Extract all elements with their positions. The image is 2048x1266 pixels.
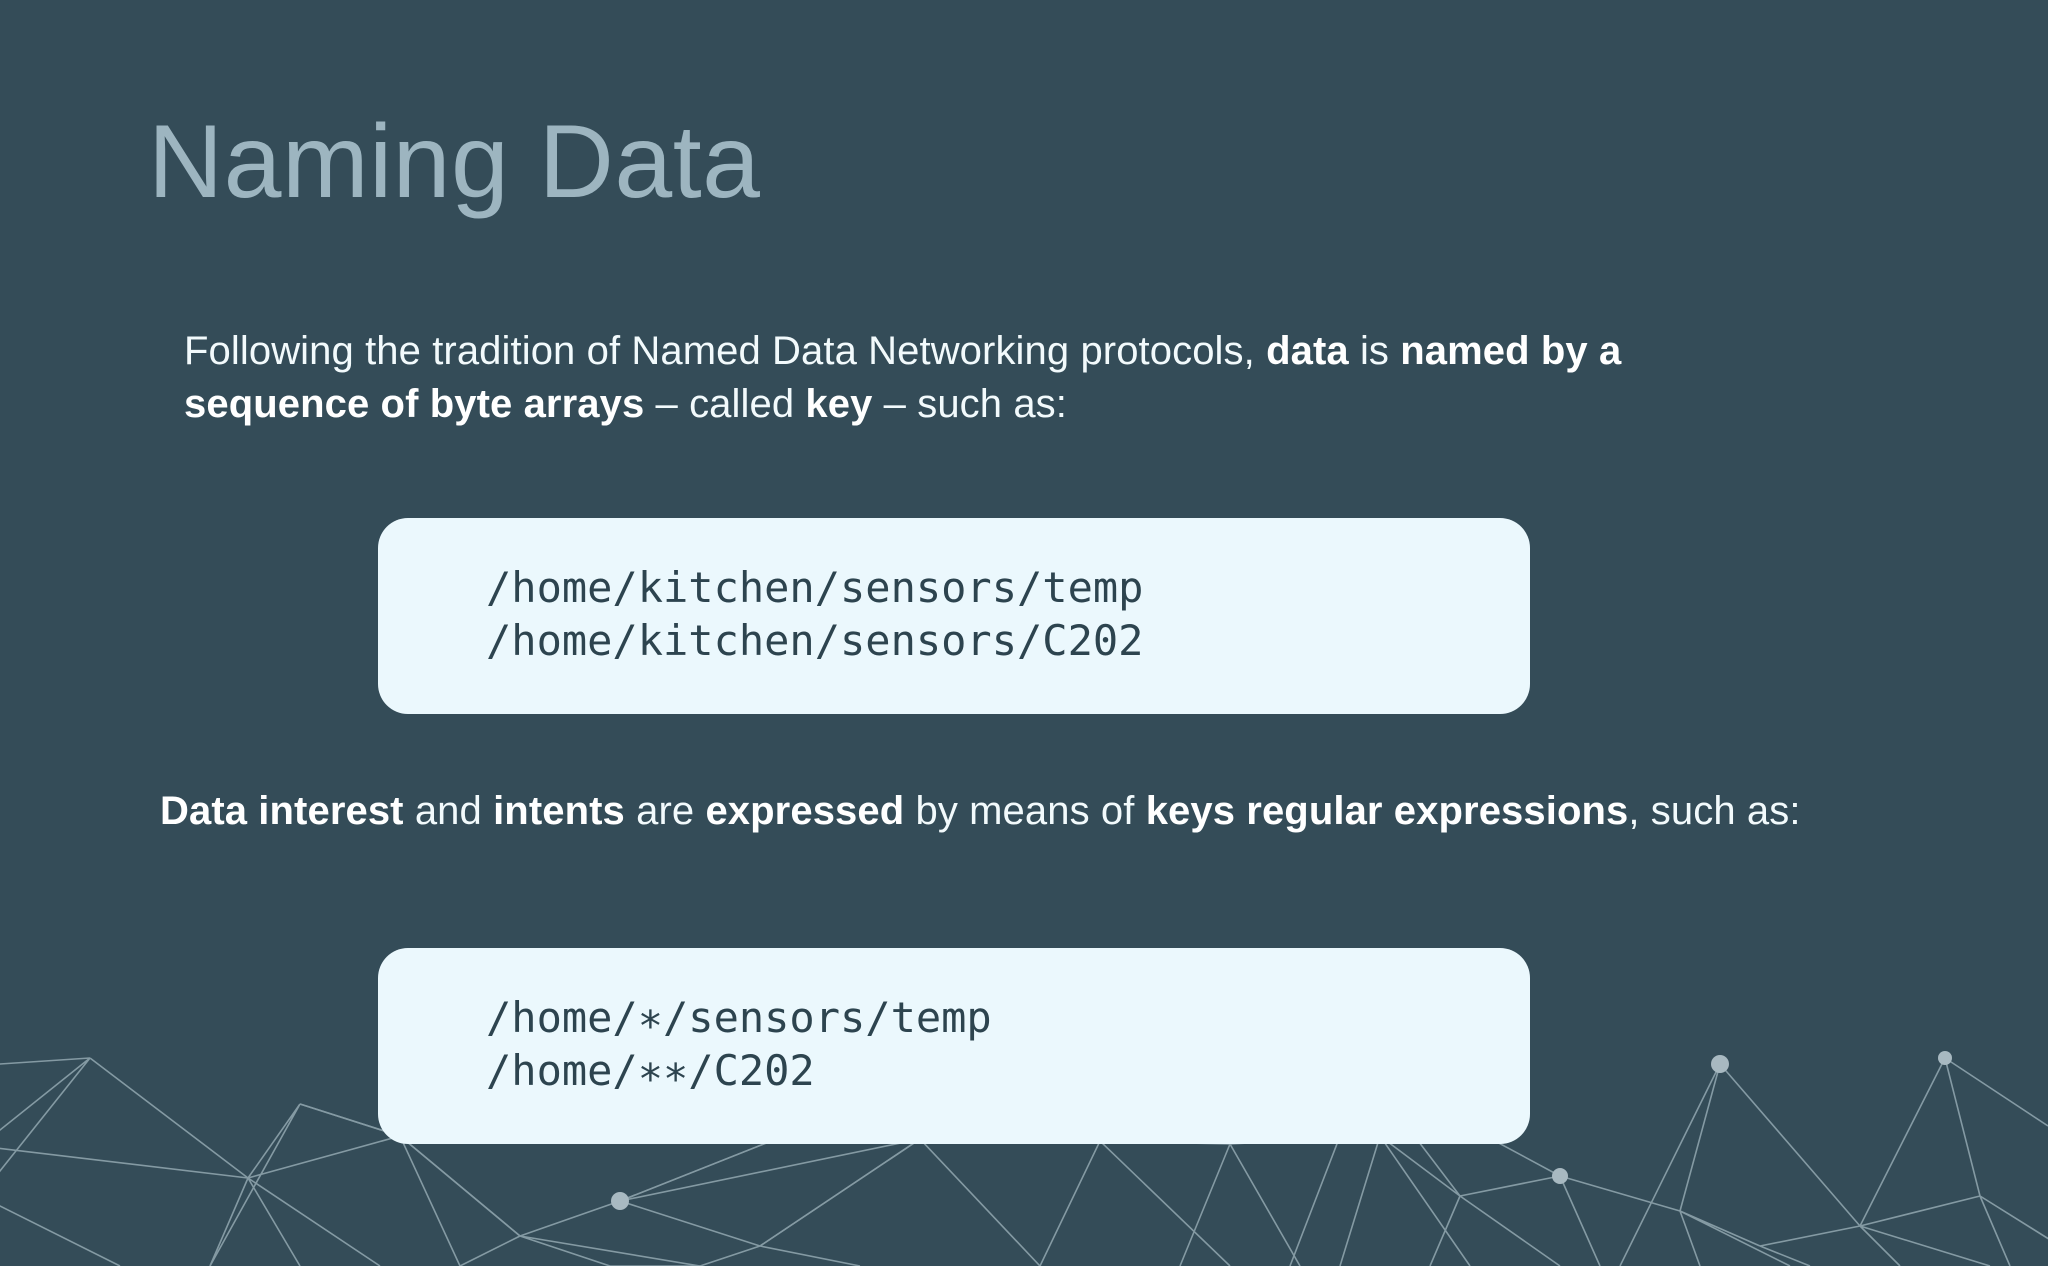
code-card-key-examples: /home/kitchen/sensors/temp /home/kitchen… — [378, 518, 1530, 714]
plain-text: is — [1348, 329, 1401, 373]
code-line: /home/kitchen/sensors/C202 — [486, 615, 1144, 665]
code-line: /home/∗/sensors/temp — [486, 993, 992, 1042]
emphasis-text: key — [805, 382, 873, 427]
code-line: /home/∗∗/C202 — [486, 1045, 815, 1095]
emphasis-text: keys regular expressions — [1145, 789, 1629, 833]
emphasis-text: data — [1266, 329, 1349, 373]
emphasis-text: Data interest — [160, 789, 404, 833]
paragraph-interest: Data interest and intents are expressed … — [160, 785, 1950, 838]
plain-text: Following the tradition of Named Data Ne… — [184, 329, 1267, 373]
emphasis-text: intents — [493, 789, 625, 833]
emphasis-text: named by a sequence of byte arrays — [184, 329, 1622, 427]
paragraph-naming: Following the tradition of Named Data Ne… — [184, 325, 1744, 431]
code-line: /home/kitchen/sensors/temp — [486, 563, 1144, 612]
plain-text: , such as: — [1628, 789, 1801, 833]
emphasis-text: expressed — [705, 789, 905, 833]
plain-text: by means of — [904, 789, 1146, 833]
plain-text: are — [624, 789, 706, 833]
plain-text: – called — [644, 382, 806, 427]
page-title: Naming Data — [148, 104, 761, 220]
code-card-regex-examples: /home/∗/sensors/temp /home/∗∗/C202 — [378, 948, 1530, 1144]
plain-text: and — [403, 789, 494, 833]
plain-text: – such as: — [872, 382, 1067, 427]
